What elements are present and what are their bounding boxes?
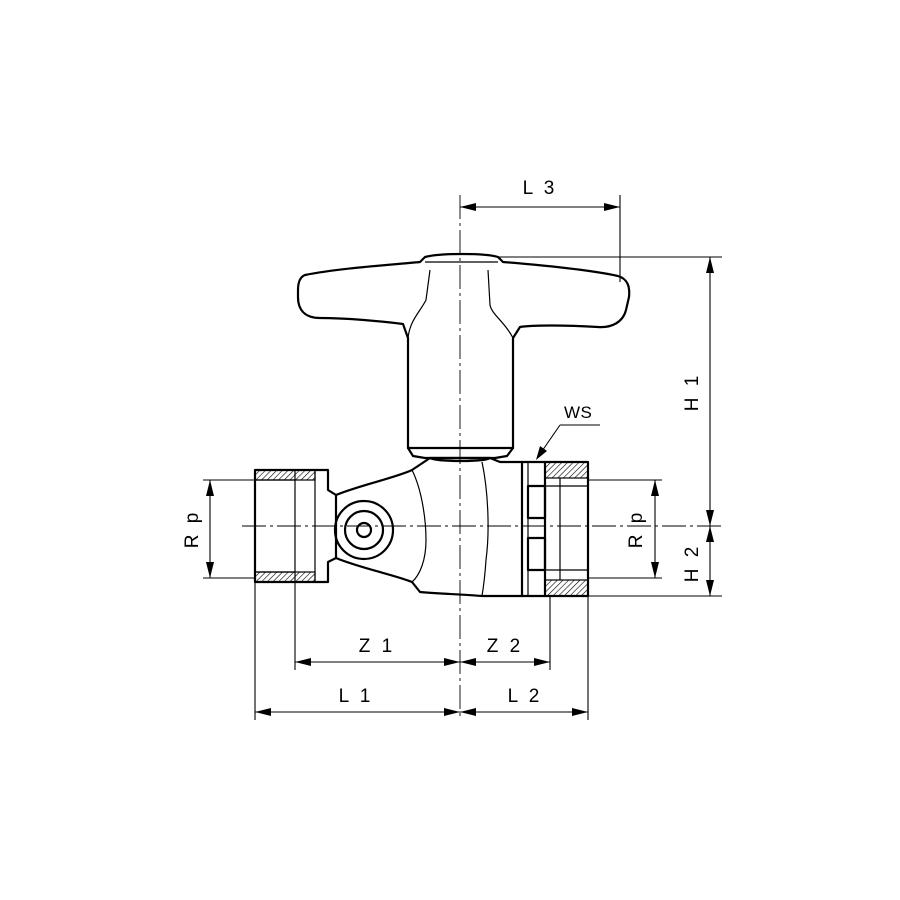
label-h2: H 2 bbox=[682, 544, 703, 583]
test-port-hole bbox=[355, 521, 373, 539]
label-h1: H 1 bbox=[682, 373, 703, 412]
dimension-h1-h2: H 1 H 2 bbox=[498, 256, 722, 597]
dimension-z1-z2: Z 1 Z 2 bbox=[294, 582, 551, 670]
ws-leader: WS bbox=[536, 403, 600, 460]
label-rp-left: R p bbox=[182, 510, 203, 549]
dimension-l1-l2: L 1 L 2 bbox=[254, 582, 589, 720]
test-port-outer bbox=[333, 499, 395, 561]
label-l3: L 3 bbox=[523, 178, 558, 199]
label-z1: Z 1 bbox=[359, 636, 395, 657]
label-ws: WS bbox=[564, 403, 592, 422]
t-handle bbox=[296, 252, 631, 450]
label-l1: L 1 bbox=[339, 686, 374, 707]
label-z2: Z 2 bbox=[487, 636, 523, 657]
stem-collar bbox=[406, 446, 515, 460]
dimension-rp-right: R p bbox=[588, 479, 662, 579]
label-l2: L 2 bbox=[508, 686, 543, 707]
valve-body bbox=[253, 456, 590, 598]
dimension-l3: L 3 bbox=[460, 178, 621, 282]
test-port-inner bbox=[343, 509, 385, 551]
label-rp-right: R p bbox=[626, 510, 647, 549]
dimension-rp-left: R p bbox=[182, 479, 255, 579]
